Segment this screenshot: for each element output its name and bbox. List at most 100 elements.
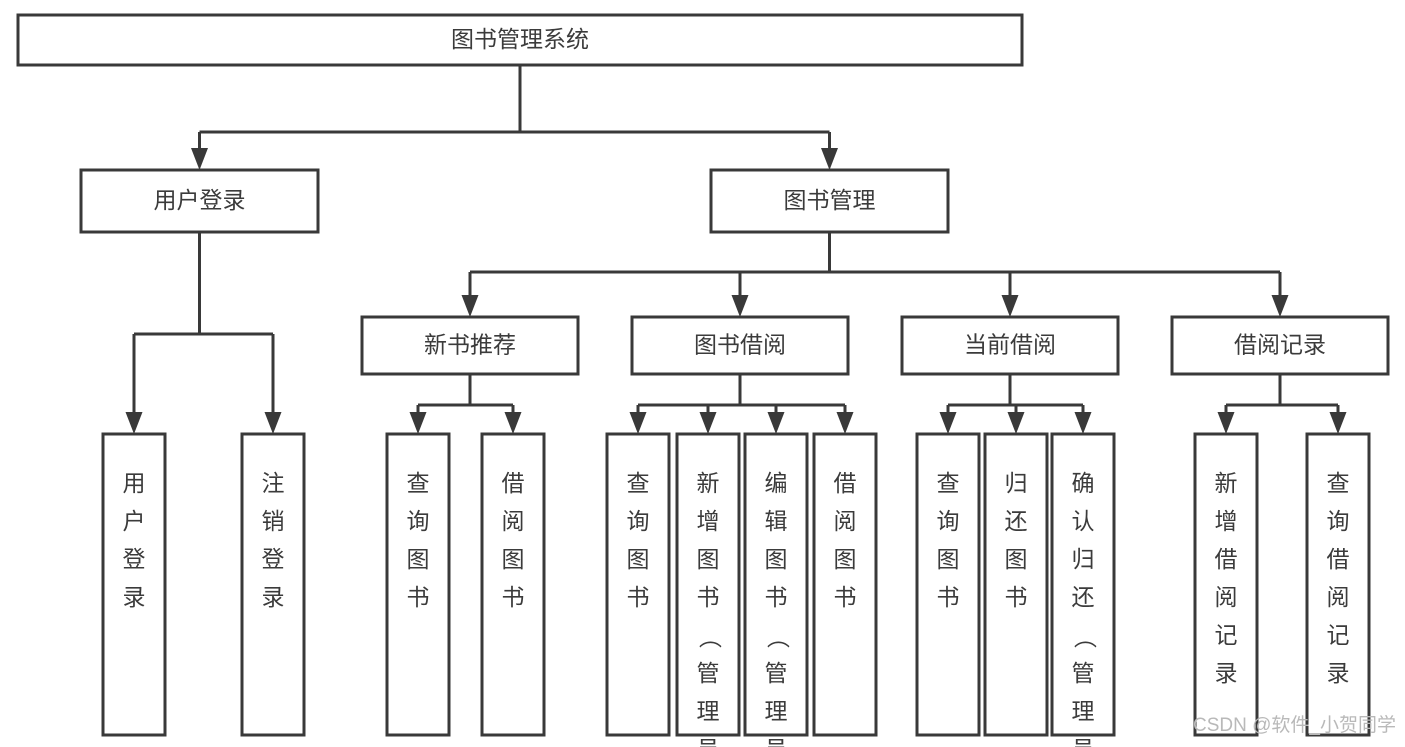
- connector-arrowhead: [821, 148, 838, 170]
- node-box-leaf-edit-book-admin[interactable]: [743, 432, 809, 737]
- node-label-char: 书: [834, 584, 857, 610]
- node-box-user-login[interactable]: [79, 168, 320, 234]
- node-label-char: 员: [1072, 736, 1095, 747]
- node-label-char: 阅: [502, 508, 525, 534]
- node-label-char: 增: [1215, 508, 1238, 534]
- node-box-current-borrow[interactable]: [900, 315, 1120, 376]
- node-new-book-rec[interactable]: 新书推荐: [360, 315, 580, 376]
- node-label-char: 查: [407, 470, 430, 496]
- connector-group-root: [191, 65, 838, 170]
- node-box-leaf-query-borrow-record[interactable]: [1305, 432, 1371, 737]
- node-label-char: 图: [627, 546, 650, 572]
- node-label-borrow-record: 借阅记录: [1234, 332, 1326, 358]
- node-label-char: 理: [765, 698, 788, 724]
- connector-arrowhead: [1217, 412, 1235, 434]
- node-box-new-book-rec[interactable]: [360, 315, 580, 376]
- node-box-leaf-query-book-current[interactable]: [915, 432, 981, 737]
- node-box-leaf-user-logout[interactable]: [240, 432, 306, 737]
- node-box-borrow-record[interactable]: [1170, 315, 1390, 376]
- node-label-char: 新: [1215, 470, 1238, 496]
- node-label-char: 图: [502, 546, 525, 572]
- node-box-root[interactable]: [16, 13, 1024, 67]
- node-leaf-user-login[interactable]: 用户登录: [101, 432, 167, 737]
- node-label-char: 认: [1072, 508, 1095, 534]
- node-label-char: 归: [1072, 546, 1095, 572]
- node-box-leaf-user-login[interactable]: [101, 432, 167, 737]
- connector-group-new-book-rec: [409, 374, 522, 434]
- node-box-leaf-borrow-book[interactable]: [812, 432, 878, 737]
- node-box-leaf-query-book-borrow[interactable]: [605, 432, 671, 737]
- node-label-char: 录: [123, 584, 146, 610]
- node-box-book-manage[interactable]: [709, 168, 950, 234]
- node-book-borrow[interactable]: 图书借阅: [630, 315, 850, 376]
- node-borrow-record[interactable]: 借阅记录: [1170, 315, 1390, 376]
- node-label-char: 增: [697, 508, 720, 534]
- node-label-char: 书: [627, 584, 650, 610]
- node-box-leaf-return-book[interactable]: [983, 432, 1049, 737]
- node-label-char: 户: [123, 508, 146, 534]
- connector-arrowhead: [409, 412, 427, 434]
- csdn-watermark: CSDN @软件_小贺同学: [1193, 714, 1396, 736]
- node-label-char: 图: [1005, 546, 1028, 572]
- node-label-char: 阅: [1215, 584, 1238, 610]
- node-label-char: 书: [502, 584, 525, 610]
- node-label-book-borrow: 图书借阅: [694, 332, 786, 358]
- node-label-char: 新: [697, 470, 720, 496]
- node-book-manage[interactable]: 图书管理: [709, 168, 950, 234]
- node-box-leaf-borrow-book-rec[interactable]: [480, 432, 546, 737]
- node-box-leaf-confirm-return-admin[interactable]: [1050, 432, 1116, 737]
- node-user-login[interactable]: 用户登录: [79, 168, 320, 234]
- node-label-char: 用: [123, 470, 146, 496]
- node-label-char: 借: [502, 470, 525, 496]
- node-label-char: 记: [1215, 622, 1238, 648]
- node-label-char: 书: [1005, 584, 1028, 610]
- node-box-book-borrow[interactable]: [630, 315, 850, 376]
- node-label-char: （: [765, 626, 791, 649]
- node-label-char: 录: [1215, 660, 1238, 686]
- node-box-leaf-add-borrow-record[interactable]: [1193, 432, 1259, 737]
- node-label-char: 询: [627, 508, 650, 534]
- node-layer: 图书管理系统用户登录图书管理新书推荐图书借阅当前借阅借阅记录用户登录注销登录查询…: [16, 13, 1390, 747]
- node-label-char: 图: [834, 546, 857, 572]
- watermark-layer: CSDN @软件_小贺同学: [1193, 714, 1396, 736]
- node-label-char: 记: [1327, 622, 1350, 648]
- node-label-char: 图: [697, 546, 720, 572]
- node-label-char: （: [697, 626, 723, 649]
- connector-group-book-borrow: [629, 374, 854, 434]
- node-label-char: 查: [1327, 470, 1350, 496]
- node-label-book-manage: 图书管理: [784, 187, 876, 213]
- node-box-leaf-add-book-admin[interactable]: [675, 432, 741, 737]
- node-label-char: 书: [697, 584, 720, 610]
- node-label-char: 查: [937, 470, 960, 496]
- node-root[interactable]: 图书管理系统: [16, 13, 1024, 67]
- node-label-char: 归: [1005, 470, 1028, 496]
- connector-arrowhead: [836, 412, 854, 434]
- node-label-current-borrow: 当前借阅: [964, 332, 1056, 358]
- node-current-borrow[interactable]: 当前借阅: [900, 315, 1120, 376]
- node-box-leaf-query-book-rec[interactable]: [385, 432, 451, 737]
- node-label-char: 管: [697, 660, 720, 686]
- connector-arrowhead: [767, 412, 785, 434]
